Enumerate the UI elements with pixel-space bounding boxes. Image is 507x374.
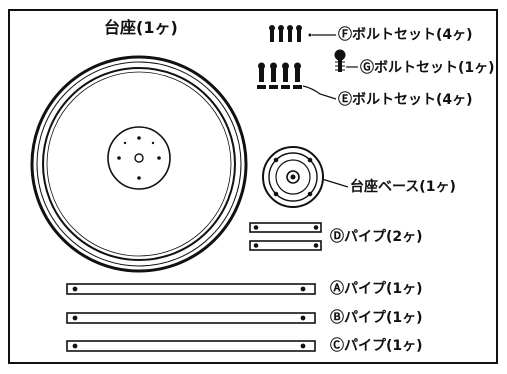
pipe-d-label: Ⓓパイプ(2ヶ) — [330, 229, 423, 245]
pipe-c-icon — [66, 340, 316, 352]
bolt-set-f-top-icon — [269, 25, 312, 42]
bolt-g-icon — [334, 49, 346, 72]
base-plate-label: 台座ベース(1ヶ) — [350, 179, 456, 195]
pipe-a-icon — [66, 283, 316, 295]
bolt-g-label: Ⓖボルトセット(1ヶ) — [360, 60, 495, 76]
frame-border — [8, 9, 498, 364]
bolt-f-top-label: Ⓕボルトセット(4ヶ) — [338, 27, 473, 43]
pipe-c-label: Ⓒパイプ(1ヶ) — [330, 338, 423, 354]
pipe-a-label: Ⓐパイプ(1ヶ) — [330, 281, 423, 297]
leader-line-f-bottom — [302, 85, 337, 100]
leader-line-base-plate — [321, 178, 349, 188]
base-title-label: 台座(1ヶ) — [104, 18, 178, 37]
bolt-set-f-bottom-icon — [257, 62, 302, 89]
pipe-d-icon — [249, 222, 322, 251]
base-plate-icon — [262, 146, 324, 208]
bolt-f-bottom-label: Ⓔボルトセット(4ヶ) — [338, 92, 473, 108]
pipe-b-icon — [66, 312, 316, 324]
pipe-b-label: Ⓑパイプ(1ヶ) — [330, 310, 423, 326]
base-disc-icon — [30, 55, 248, 273]
